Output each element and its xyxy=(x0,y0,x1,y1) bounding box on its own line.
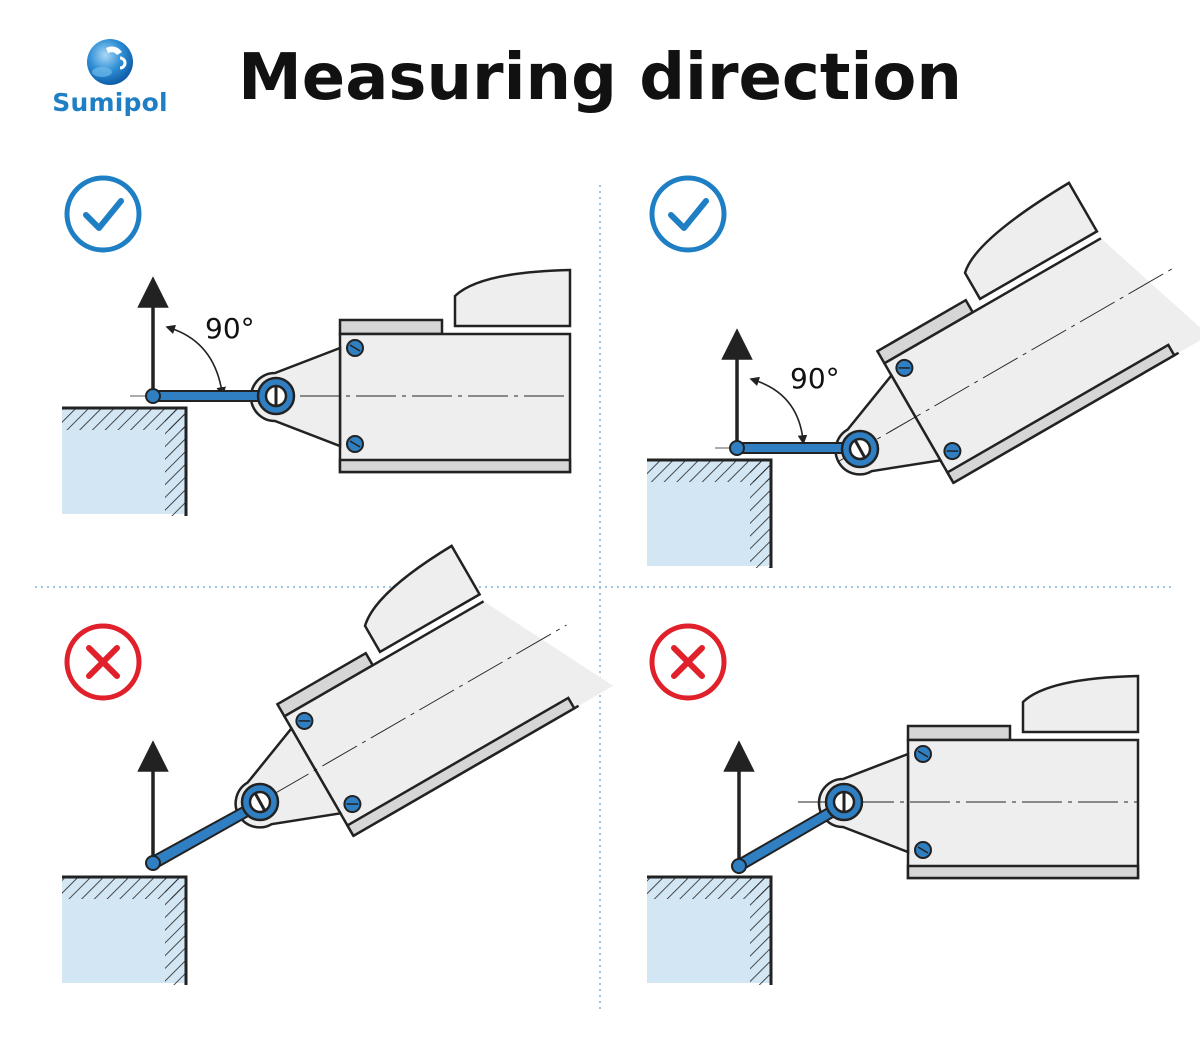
workpiece xyxy=(62,875,188,985)
panel-correct-horizontal: 90° xyxy=(62,175,572,516)
direction-arrow: 90° xyxy=(721,328,840,447)
angle-label: 90° xyxy=(790,362,840,395)
stylus xyxy=(145,782,280,871)
brand-name: Sumipol xyxy=(52,88,168,117)
brand-logo: Sumipol xyxy=(40,36,180,120)
stylus xyxy=(731,782,864,874)
indicator-body xyxy=(176,544,614,851)
angle-label: 90° xyxy=(205,312,255,345)
cross-icon xyxy=(64,623,142,701)
indicator-body xyxy=(798,674,1140,880)
workpiece xyxy=(647,458,773,568)
panel-correct-tilted: 90° xyxy=(647,175,1200,568)
cross-icon xyxy=(649,623,727,701)
workpiece xyxy=(62,406,188,516)
indicator-body xyxy=(249,268,572,474)
panel-incorrect-tilted-body xyxy=(62,544,614,985)
direction-arrow: 90° xyxy=(137,276,255,397)
stylus xyxy=(130,376,296,416)
indicator-body xyxy=(834,181,1200,485)
stylus xyxy=(715,429,880,469)
page-title: Measuring direction xyxy=(238,41,962,115)
check-icon xyxy=(649,175,727,253)
check-icon xyxy=(64,175,142,253)
logo-globe-icon xyxy=(87,39,133,85)
panel-incorrect-tilted-stylus xyxy=(647,623,1140,985)
workpiece xyxy=(647,875,773,985)
